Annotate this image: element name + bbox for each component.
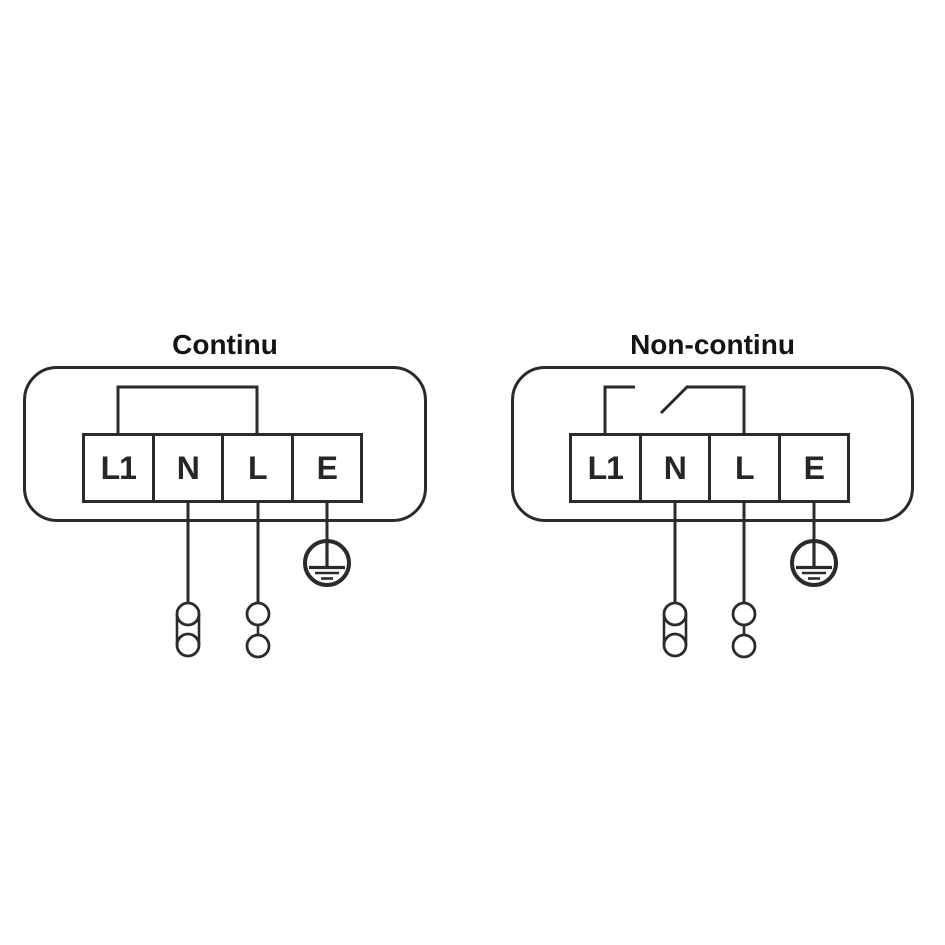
- terminal-l1: L1: [572, 436, 639, 500]
- terminal-label-l: L: [734, 450, 755, 486]
- terminal-label-l1: L1: [587, 450, 624, 486]
- protective-earth-icon: [790, 539, 838, 587]
- diagram-title-non-continu: Non-continu: [630, 329, 795, 360]
- terminal-n: N: [151, 436, 222, 500]
- enclosure-non-continu: [511, 366, 914, 522]
- terminal-l1: L1: [85, 436, 152, 500]
- terminal-l: L: [708, 436, 778, 500]
- terminal-n: N: [638, 436, 709, 500]
- terminal-e: E: [777, 436, 848, 500]
- terminal-block-non-continu: L1 N L E: [569, 433, 850, 503]
- terminal-label-e: E: [803, 450, 825, 486]
- terminal-label-n: N: [663, 450, 687, 486]
- terminal-label-l1: L1: [100, 450, 137, 486]
- diagram-title-continu: Continu: [172, 329, 278, 360]
- terminal-label-n: N: [176, 450, 200, 486]
- twin-circle-connector-icon: [245, 601, 271, 659]
- terminal-label-e: E: [316, 450, 338, 486]
- enclosure-continu: [23, 366, 427, 522]
- terminal-l: L: [221, 436, 291, 500]
- double-bullet-connector-icon: [175, 601, 201, 658]
- double-bullet-connector-icon: [662, 601, 688, 658]
- terminal-e: E: [290, 436, 361, 500]
- terminal-label-l: L: [247, 450, 268, 486]
- terminal-block-continu: L1 N L E: [82, 433, 363, 503]
- twin-circle-connector-icon: [731, 601, 757, 659]
- protective-earth-icon: [303, 539, 351, 587]
